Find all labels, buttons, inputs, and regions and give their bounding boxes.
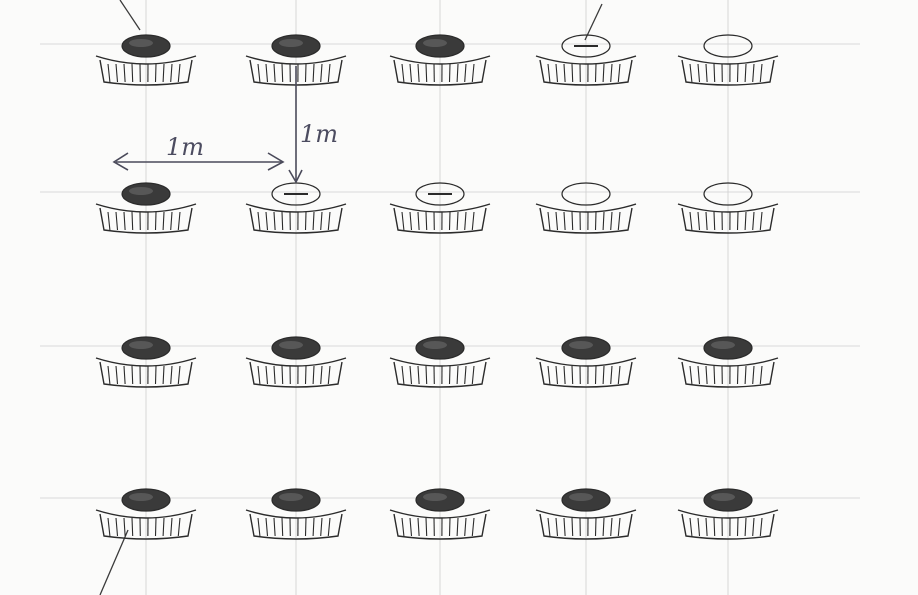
horizontal-spacing-label: 1m [166, 133, 204, 161]
top-left-pointer-line [120, 0, 140, 30]
hills [96, 35, 778, 539]
bottom-left-pointer-line [100, 530, 128, 595]
vertical-spacing-label: 1m [300, 120, 338, 148]
